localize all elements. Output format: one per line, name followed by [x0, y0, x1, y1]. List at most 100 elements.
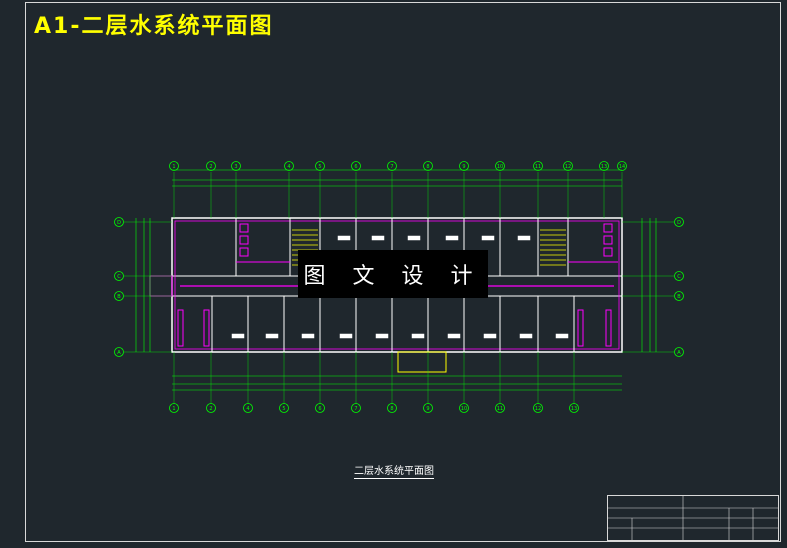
axis-label-top: 3 — [234, 164, 237, 170]
room-label-mark — [265, 333, 279, 339]
axis-label-left: D — [117, 220, 121, 226]
toilet-fixture — [239, 223, 249, 233]
axis-label-right: A — [677, 350, 681, 356]
axis-bubble-top — [351, 161, 361, 171]
toilet-fixture — [603, 247, 613, 257]
axis-label-top: 13 — [601, 164, 607, 170]
room-label-mark — [483, 333, 497, 339]
axis-bubble-top — [599, 161, 609, 171]
axis-bubble-left — [114, 291, 124, 301]
axis-label-top: 11 — [535, 164, 541, 170]
axis-label-bottom: 11 — [497, 406, 503, 412]
axis-bubble-bottom — [315, 403, 325, 413]
axis-bubble-top — [206, 161, 216, 171]
toilet-fixture — [239, 247, 249, 257]
room-label-mark — [407, 235, 421, 241]
axis-bubble-bottom — [387, 403, 397, 413]
axis-label-top: 9 — [462, 164, 465, 170]
axis-label-bottom: 5 — [282, 406, 285, 412]
axis-bubble-top — [387, 161, 397, 171]
axis-bubble-top — [231, 161, 241, 171]
axis-bubble-top — [423, 161, 433, 171]
pipe-riser — [177, 309, 184, 347]
room-label-mark — [375, 333, 389, 339]
axis-label-top: 4 — [287, 164, 290, 170]
axis-bubble-bottom — [533, 403, 543, 413]
axis-bubble-right — [674, 347, 684, 357]
axis-bubble-right — [674, 291, 684, 301]
axis-label-bottom: 10 — [461, 406, 467, 412]
axis-bubble-top — [617, 161, 627, 171]
axis-bubble-right — [674, 217, 684, 227]
room-label-mark — [447, 333, 461, 339]
axis-bubble-bottom — [495, 403, 505, 413]
axis-label-top: 10 — [497, 164, 503, 170]
axis-label-bottom: 2 — [209, 406, 212, 412]
axis-bubble-bottom — [169, 403, 179, 413]
axis-label-bottom: 12 — [535, 406, 541, 412]
axis-label-right: B — [677, 294, 681, 300]
room-label-mark — [517, 235, 531, 241]
room-label-mark — [339, 333, 353, 339]
axis-label-bottom: 4 — [246, 406, 249, 412]
axis-bubble-left — [114, 271, 124, 281]
axis-bubble-bottom — [243, 403, 253, 413]
axis-label-top: 1 — [172, 164, 175, 170]
axis-label-left: C — [117, 274, 121, 280]
axis-bubble-bottom — [279, 403, 289, 413]
axis-label-top: 14 — [619, 164, 625, 170]
drawing-frame — [25, 2, 781, 542]
side-entrance — [149, 275, 173, 297]
toilet-fixture — [603, 223, 613, 233]
toilet-fixture — [239, 235, 249, 245]
axis-bubble-bottom — [459, 403, 469, 413]
axis-label-bottom: 9 — [426, 406, 429, 412]
axis-bubble-bottom — [423, 403, 433, 413]
axis-bubble-bottom — [206, 403, 216, 413]
room-label-mark — [337, 235, 351, 241]
pipe-riser — [577, 309, 584, 347]
axis-label-top: 6 — [354, 164, 357, 170]
axis-label-left: A — [117, 350, 121, 356]
axis-label-bottom: 6 — [318, 406, 321, 412]
axis-bubble-bottom — [351, 403, 361, 413]
axis-label-top: 7 — [390, 164, 393, 170]
axis-bubble-top — [563, 161, 573, 171]
pipe-outline — [174, 220, 620, 350]
axis-bubble-top — [495, 161, 505, 171]
pipe-riser — [605, 309, 612, 347]
axis-label-top: 5 — [318, 164, 321, 170]
room-label-mark — [445, 235, 459, 241]
plan-caption: 二层水系统平面图 — [354, 462, 434, 479]
axis-label-top: 8 — [426, 164, 429, 170]
axis-label-bottom: 1 — [172, 406, 175, 412]
axis-label-right: C — [677, 274, 681, 280]
axis-bubble-left — [114, 217, 124, 227]
pipe-riser — [203, 309, 210, 347]
axis-label-right: D — [677, 220, 681, 226]
room-label-mark — [555, 333, 569, 339]
axis-label-left: B — [117, 294, 121, 300]
room-label-mark — [519, 333, 533, 339]
axis-bubble-top — [459, 161, 469, 171]
axis-bubble-top — [169, 161, 179, 171]
axis-bubble-top — [533, 161, 543, 171]
toilet-fixture — [603, 235, 613, 245]
axis-label-top: 2 — [209, 164, 212, 170]
axis-label-bottom: 13 — [571, 406, 577, 412]
drawing-title: A1-二层水系统平面图 — [34, 14, 274, 39]
axis-label-bottom: 8 — [390, 406, 393, 412]
entrance-steps — [397, 351, 447, 373]
room-label-mark — [481, 235, 495, 241]
axis-bubble-left — [114, 347, 124, 357]
room-label-mark — [301, 333, 315, 339]
room-label-mark — [411, 333, 425, 339]
axis-bubble-right — [674, 271, 684, 281]
axis-bubble-top — [284, 161, 294, 171]
axis-label-top: 12 — [565, 164, 571, 170]
watermark: 图 文 设 计 — [298, 250, 488, 298]
axis-label-bottom: 7 — [354, 406, 357, 412]
title-block — [607, 495, 779, 541]
axis-bubble-top — [315, 161, 325, 171]
